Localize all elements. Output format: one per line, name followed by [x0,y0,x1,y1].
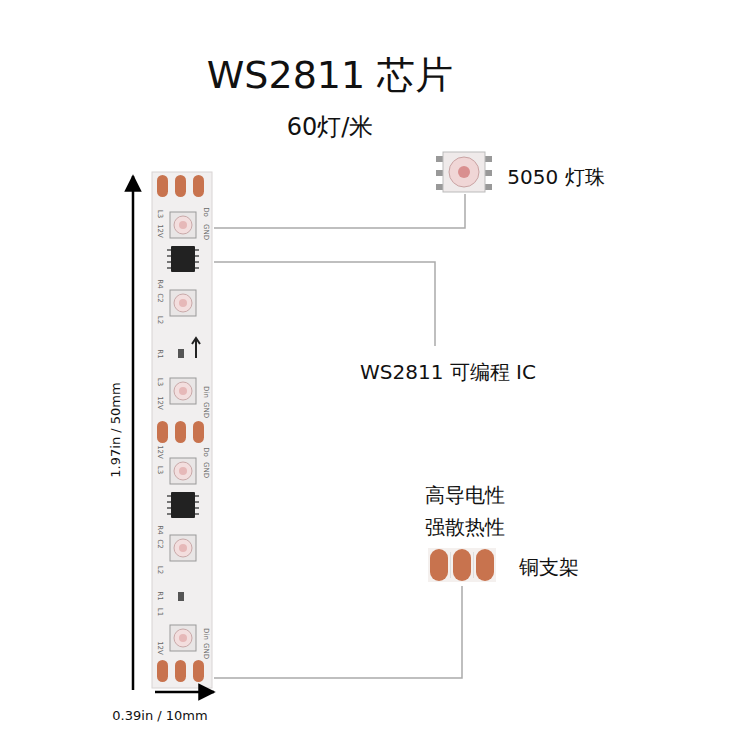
silkscreen-label: R4 [156,279,164,288]
callout-label: 铜支架 [519,556,579,579]
copper-icon [428,548,496,582]
silkscreen-label: GND [202,224,210,240]
silkscreen-label: 12V [156,396,164,410]
silkscreen-label: Do [202,207,210,217]
callout-label: 5050 灯珠 [507,166,604,189]
led-strip [152,172,212,688]
silkscreen-label: GND [202,402,210,418]
silkscreen-label: L1 [156,608,164,616]
dimension-label: 0.39in / 10mm [112,709,207,724]
silkscreen-label: GND [202,643,210,659]
leader-line [214,586,462,678]
leader-line [214,194,465,228]
silkscreen-label: L3 [156,378,164,386]
silkscreen-label: L3 [156,466,164,474]
silkscreen-label: 12V [156,224,164,238]
silkscreen-label: Din [202,386,210,398]
leader-line [214,262,435,346]
led-icon [436,152,492,192]
title: WS2811 芯片 [207,54,453,98]
silkscreen-label: R1 [156,349,164,358]
subtitle: 60灯/米 [287,114,374,142]
callout-label: 高导电性 [425,484,505,507]
silkscreen-label: L2 [156,566,164,574]
callout-label: 强散热性 [425,516,505,539]
silkscreen-label: L3 [156,210,164,218]
silkscreen-label: Do [202,447,210,457]
silkscreen-label: R1 [156,591,164,600]
silkscreen-label: R4 [156,525,164,534]
silkscreen-label: 12V [156,445,164,459]
callout-label: WS2811 可编程 IC [360,361,536,384]
silkscreen-label: C2 [156,293,164,302]
dimension-arrow [132,176,135,690]
silkscreen-label: C2 [156,539,164,548]
silkscreen-label: 12V [156,641,164,655]
silkscreen-label: GND [202,462,210,478]
dimension-arrow [155,691,214,694]
silkscreen-label: Din [202,628,210,640]
dimension-label: 1.97in / 50mm [109,382,124,477]
silkscreen-label: L2 [156,316,164,324]
